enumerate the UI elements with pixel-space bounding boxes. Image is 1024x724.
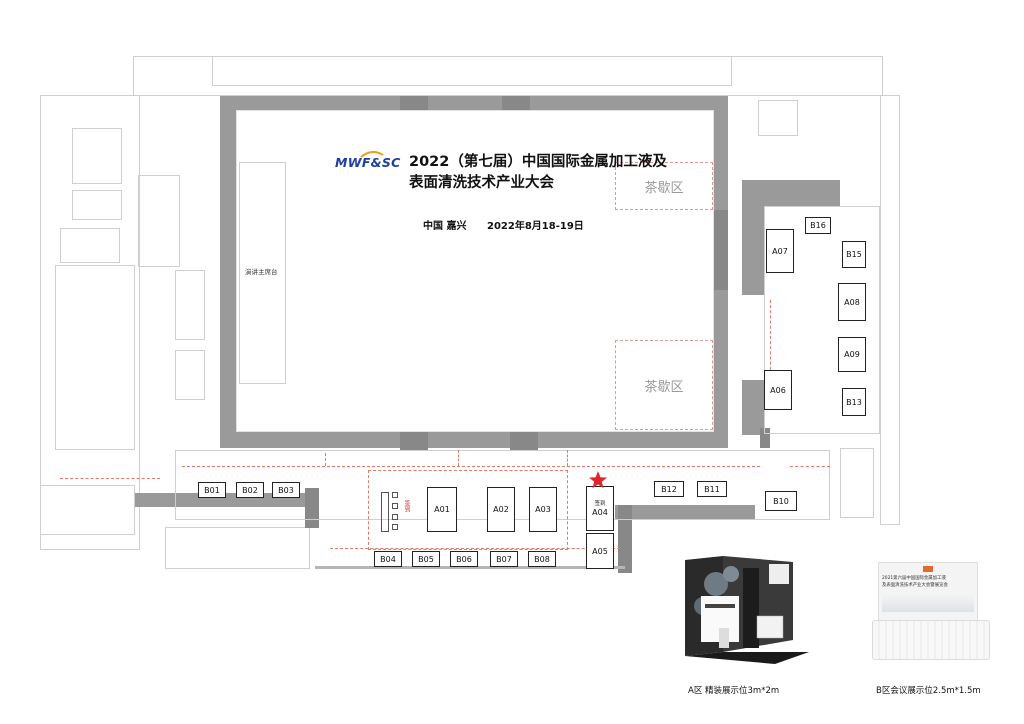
b-zone-banner-line1: 2021第六届中国国际金属加工液	[882, 576, 946, 581]
booth-b10[interactable]: B10	[765, 491, 797, 511]
left-room-a	[138, 175, 180, 267]
hall-wall-left	[220, 96, 236, 448]
b-zone-backdrop	[878, 562, 978, 624]
booth-a06[interactable]: A06	[764, 370, 792, 410]
registration-zone	[368, 470, 568, 550]
hall-wall-top-mid	[428, 96, 502, 110]
booth-b06[interactable]: B06	[450, 551, 478, 567]
registration-desk	[381, 492, 389, 532]
left-panel-1	[175, 270, 205, 340]
registration-chair-3	[392, 514, 398, 520]
logo-text: MWF&SC	[335, 155, 401, 170]
speaker-stage-label: 演讲主席台	[245, 268, 278, 276]
event-location: 中国 嘉兴	[423, 221, 467, 232]
booth-b03[interactable]: B03	[272, 482, 300, 498]
booth-a08[interactable]: A08	[838, 283, 866, 321]
bottom-door-2	[510, 432, 538, 450]
booth-a01[interactable]: A01	[427, 487, 457, 532]
bottom-escalator	[165, 527, 310, 569]
a-zone-caption: A区 精装展示位3m*2m	[688, 686, 780, 696]
top-door-2	[502, 96, 530, 112]
a-zone-booth-illustration	[683, 556, 811, 666]
left-stair-top	[72, 128, 122, 184]
b-zone-logo-badge	[923, 566, 933, 572]
booth-b05[interactable]: B05	[412, 551, 440, 567]
registration-label: 签到	[403, 500, 410, 512]
hall-wall-top-right	[530, 96, 728, 110]
b-zone-table	[872, 620, 990, 660]
booth-b15[interactable]: B15	[842, 241, 866, 268]
booth-b11[interactable]: B11	[697, 481, 727, 497]
event-date: 2022年8月18-19日	[487, 221, 584, 232]
corridor-wall-right	[615, 505, 755, 519]
building-outline-right	[880, 95, 900, 525]
flow-line-top	[182, 466, 760, 467]
flow-line-v2	[458, 450, 459, 466]
speaker-stage	[239, 162, 286, 384]
booth-b01[interactable]: B01	[198, 482, 226, 498]
you-are-here-star-icon	[589, 471, 607, 489]
annex-wall-left	[742, 180, 764, 295]
registration-chair-4	[392, 524, 398, 530]
corridor-block-right	[618, 505, 632, 573]
page-title-line1: 2022（第七届）中国国际金属加工液及	[409, 154, 667, 170]
booth-a04-sub: 签到	[594, 501, 606, 507]
booth-a04[interactable]: 签到 A04	[586, 486, 614, 531]
booth-b12[interactable]: B12	[654, 481, 684, 497]
page-title-line2: 表面清洗技术产业大会	[409, 175, 554, 191]
main-hall-floor	[236, 110, 714, 432]
booth-b02[interactable]: B02	[236, 482, 264, 498]
top-door-1	[400, 96, 428, 112]
tea-area-top: 茶歇区	[615, 162, 713, 210]
flow-line-v4	[770, 300, 771, 380]
hall-wall-top-left	[220, 96, 400, 110]
booth-b08[interactable]: B08	[528, 551, 556, 567]
right-elevator-2	[840, 448, 874, 518]
flow-line-bottom	[330, 548, 620, 549]
mwfsc-logo: MWF&SC	[335, 155, 401, 170]
booth-b07[interactable]: B07	[490, 551, 518, 567]
annex-column	[760, 428, 770, 448]
b-zone-banner-line2: 及表面清洗技术产业大会暨展览会	[882, 583, 948, 588]
booth-a04-label: A04	[592, 508, 608, 517]
building-outline-left	[40, 95, 140, 550]
booth-a02[interactable]: A02	[487, 487, 515, 532]
corridor-bottom-line	[315, 566, 625, 569]
tea-area-bottom-label: 茶歇区	[644, 379, 684, 395]
annex-room	[764, 206, 880, 434]
hall-wall-bottom	[220, 432, 728, 448]
booth-b13[interactable]: B13	[842, 388, 866, 416]
flow-line-v3	[567, 450, 568, 466]
b-zone-caption: B区会议展示位2.5m*1.5m	[876, 686, 981, 696]
b-zone-skyline	[882, 594, 974, 612]
right-elevator	[758, 100, 798, 136]
annex-wall-left-low	[742, 380, 764, 435]
tea-area-bottom: 茶歇区	[615, 340, 713, 430]
flow-line-v1	[325, 453, 326, 466]
booth-a09[interactable]: A09	[838, 337, 866, 372]
booth-a07[interactable]: A07	[766, 229, 794, 273]
booth-b04[interactable]: B04	[374, 551, 402, 567]
right-wall-seg	[714, 210, 728, 290]
corridor-wall-left	[135, 493, 310, 507]
flow-line-right	[790, 466, 830, 467]
registration-chair-1	[392, 492, 398, 498]
logo-swoosh-icon	[360, 151, 384, 158]
b-zone-booth-illustration: 2021第六届中国国际金属加工液 及表面清洗技术产业大会暨展览会	[868, 560, 993, 668]
tea-area-top-label: 茶歇区	[644, 180, 684, 196]
booth-b16[interactable]: B16	[805, 217, 831, 234]
left-stair-mid	[72, 190, 122, 220]
left-stair-low	[60, 228, 120, 263]
top-corridor-inner	[212, 56, 732, 86]
bottom-door-1	[400, 432, 428, 450]
corridor-block-left	[305, 488, 319, 528]
flow-line-left-1	[60, 478, 160, 479]
left-atrium	[55, 265, 135, 450]
left-panel-2	[175, 350, 205, 400]
booth-a03[interactable]: A03	[529, 487, 557, 532]
a-zone-booth-render	[685, 556, 809, 664]
booth-a05[interactable]: A05	[586, 533, 614, 569]
left-lower-wing	[40, 485, 135, 535]
registration-chair-2	[392, 503, 398, 509]
